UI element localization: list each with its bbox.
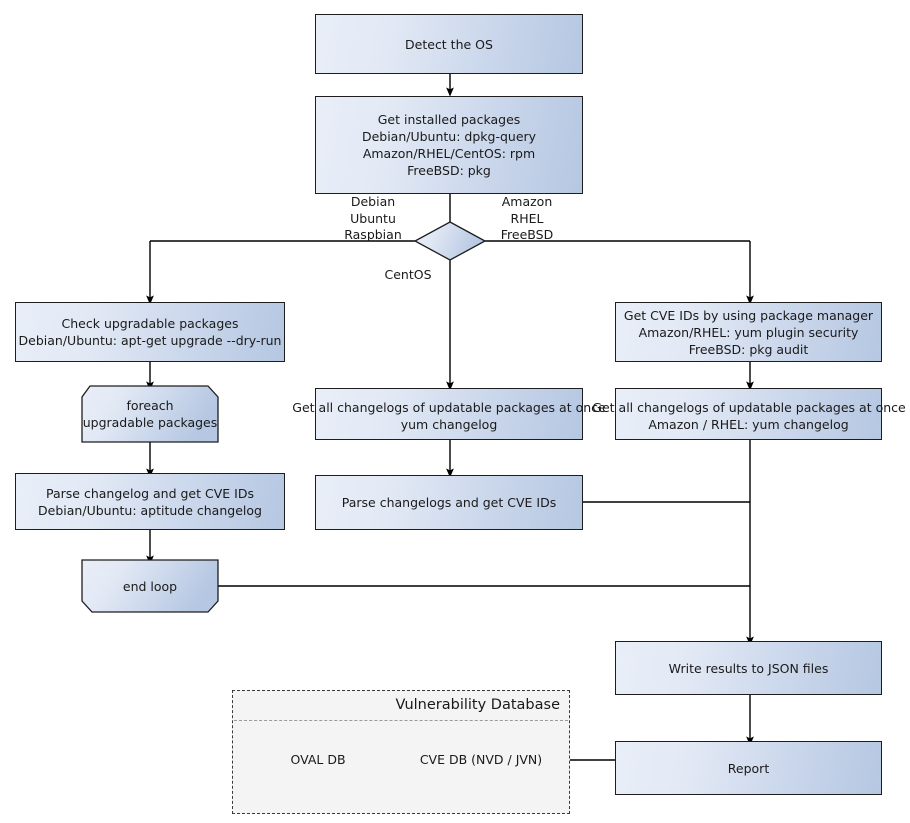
foreach-loop-line1: foreach bbox=[126, 398, 174, 413]
node-changelogs-right[interactable] bbox=[615, 388, 882, 440]
end-loop-label: end loop bbox=[122, 578, 178, 594]
report-label: Report bbox=[727, 760, 770, 776]
node-parse-changelog-left[interactable]: Parse changelog and get CVE IDs Debian/U… bbox=[15, 473, 285, 530]
vulnerability-database-title: Vulnerability Database bbox=[395, 697, 560, 713]
get-installed-packages-line2: Debian/Ubuntu: dpkg-query bbox=[361, 129, 537, 144]
node-foreach-loop[interactable]: foreach upgradable packages bbox=[82, 386, 218, 442]
get-installed-packages-line1: Get installed packages bbox=[377, 112, 521, 127]
get-installed-packages-line4: FreeBSD: pkg bbox=[407, 163, 491, 178]
node-check-upgradable[interactable]: Check upgradable packages Debian/Ubuntu:… bbox=[15, 302, 285, 362]
get-cve-ids-right-line2: Amazon/RHEL: yum plugin security bbox=[638, 324, 859, 340]
get-cve-ids-right-line3: FreeBSD: pkg audit bbox=[688, 341, 809, 357]
check-upgradable-line2: Debian/Ubuntu: apt-get upgrade --dry-run bbox=[18, 333, 282, 348]
node-changelogs-center[interactable] bbox=[315, 388, 583, 440]
get-installed-packages-line3: Amazon/RHEL/CentOS: rpm bbox=[362, 146, 536, 161]
end-loop-shape[interactable] bbox=[81, 559, 219, 613]
node-end-loop[interactable]: end loop bbox=[82, 560, 218, 612]
foreach-loop-line2: upgradable packages bbox=[82, 415, 218, 430]
node-detect-os[interactable]: Detect the OS bbox=[315, 14, 583, 74]
write-json-label: Write results to JSON files bbox=[668, 660, 829, 676]
node-detect-os-label: Detect the OS bbox=[405, 36, 493, 52]
node-report[interactable]: Report bbox=[615, 741, 882, 795]
node-get-cve-ids-right[interactable]: Get CVE IDs by using package manager Ama… bbox=[615, 302, 882, 362]
parse-changelogs-center-label: Parse changelogs and get CVE IDs bbox=[341, 495, 557, 510]
node-write-json[interactable]: Write results to JSON files bbox=[615, 641, 882, 695]
vulnerability-database-panel bbox=[232, 690, 570, 814]
get-cve-ids-right-line1: Get CVE IDs by using package manager bbox=[623, 307, 874, 323]
foreach-loop-shape[interactable] bbox=[81, 385, 219, 443]
parse-changelog-left-line1: Parse changelog and get CVE IDs bbox=[46, 485, 254, 501]
vulnerability-database-title-separator bbox=[234, 720, 568, 721]
node-parse-changelogs-center[interactable]: Parse changelogs and get CVE IDs bbox=[315, 475, 583, 530]
parse-changelog-left-line2: Debian/Ubuntu: aptitude changelog bbox=[38, 502, 262, 518]
check-upgradable-line1: Check upgradable packages bbox=[61, 316, 239, 331]
decision-diamond[interactable] bbox=[413, 221, 487, 261]
node-get-installed-packages[interactable]: Get installed packages Debian/Ubuntu: dp… bbox=[315, 96, 583, 194]
